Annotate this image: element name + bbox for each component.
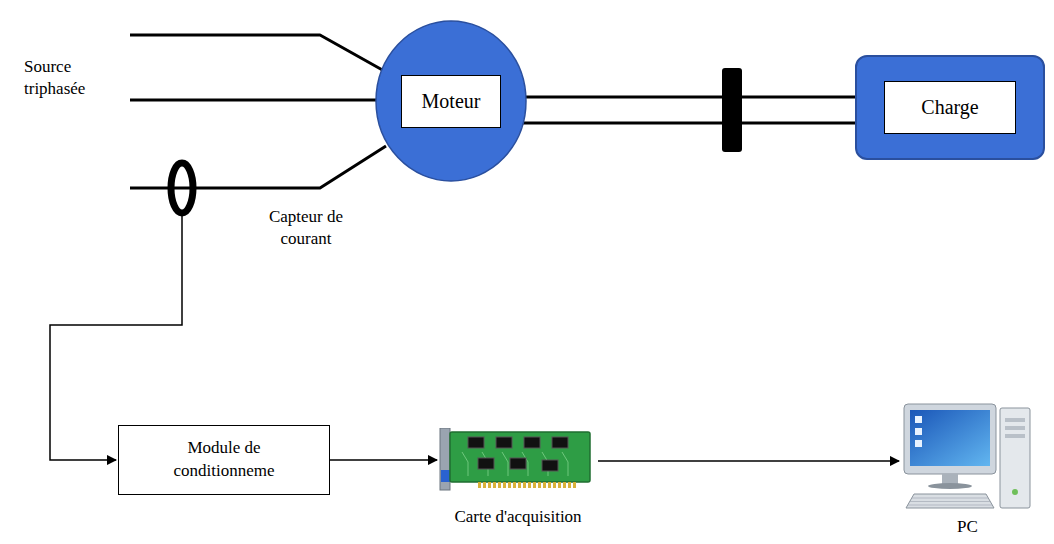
card-chip bbox=[542, 460, 558, 471]
card-pin bbox=[553, 482, 556, 488]
arrow-line bbox=[330, 459, 437, 461]
card-pin bbox=[483, 482, 486, 488]
card-chip bbox=[478, 458, 494, 469]
signal-arrow bbox=[330, 460, 437, 461]
drive-slot bbox=[1005, 418, 1025, 422]
motor-circle: Moteur bbox=[375, 20, 527, 182]
card-pin bbox=[528, 482, 531, 488]
card-pin bbox=[548, 482, 551, 488]
acquisition-card: Carte d'acquisition bbox=[438, 428, 598, 540]
card-pin bbox=[558, 482, 561, 488]
card-pin bbox=[523, 482, 526, 488]
card-chip bbox=[496, 437, 512, 448]
desktop-icon bbox=[915, 440, 922, 447]
card-pin bbox=[498, 482, 501, 488]
shaft-coupling bbox=[722, 68, 742, 152]
card-pin bbox=[538, 482, 541, 488]
node-caption: Carte d'acquisition bbox=[438, 506, 598, 527]
source-label: Source triphasée bbox=[24, 56, 116, 100]
card-pin bbox=[563, 482, 566, 488]
sensor-label: Capteur de courant bbox=[250, 206, 362, 250]
arrow-line bbox=[598, 460, 899, 462]
monitor-screen bbox=[910, 410, 990, 466]
keyboard bbox=[906, 494, 994, 508]
drive-slot bbox=[1005, 426, 1025, 430]
card-pin bbox=[543, 482, 546, 488]
desktop-icon bbox=[915, 416, 922, 423]
sensor-wire bbox=[50, 214, 182, 460]
shaft-line bbox=[522, 122, 855, 125]
card-pin bbox=[503, 482, 506, 488]
card-pin bbox=[513, 482, 516, 488]
card-pin bbox=[508, 482, 511, 488]
card-chip bbox=[468, 437, 484, 448]
card-pin bbox=[568, 482, 571, 488]
monitor-frame bbox=[904, 404, 996, 474]
power-led bbox=[1012, 489, 1018, 495]
process-box: Module de conditionneme bbox=[118, 425, 330, 495]
current-sensor-ring bbox=[171, 163, 193, 213]
node-text: Moteur bbox=[401, 75, 502, 128]
card-pin bbox=[493, 482, 496, 488]
card-chip bbox=[510, 458, 526, 469]
shaft-line bbox=[525, 96, 855, 99]
card-pin bbox=[573, 482, 576, 488]
motor-ellipse bbox=[376, 21, 526, 181]
motor-shaft bbox=[522, 97, 855, 123]
pcb-illustration bbox=[438, 428, 594, 492]
card-pin bbox=[478, 482, 481, 488]
card-pin bbox=[533, 482, 536, 488]
pc-tower bbox=[1000, 408, 1030, 508]
signal-arrow bbox=[598, 461, 899, 462]
node-text: Module de conditionneme bbox=[147, 437, 301, 483]
card-pin bbox=[518, 482, 521, 488]
supply-wires bbox=[130, 35, 386, 188]
desktop-icon bbox=[915, 428, 922, 435]
phase-wire bbox=[130, 35, 386, 72]
keyboard-keys bbox=[908, 498, 992, 505]
computer-icon: PC bbox=[900, 400, 1035, 542]
phase-wire bbox=[130, 99, 377, 102]
card-chip bbox=[552, 437, 568, 448]
card-pin bbox=[488, 482, 491, 488]
node-caption: PC bbox=[900, 516, 1035, 537]
card-board bbox=[450, 432, 590, 482]
pc-illustration bbox=[900, 400, 1035, 512]
card-chip bbox=[524, 437, 540, 448]
drive-slot bbox=[1005, 434, 1025, 438]
card-connector bbox=[441, 470, 450, 482]
load-box: Charge bbox=[855, 55, 1045, 160]
monitor-stand bbox=[942, 474, 958, 484]
node-text: Charge bbox=[884, 81, 1015, 134]
card-bracket bbox=[440, 428, 450, 490]
monitor-base bbox=[928, 483, 972, 489]
card-traces bbox=[462, 452, 568, 476]
